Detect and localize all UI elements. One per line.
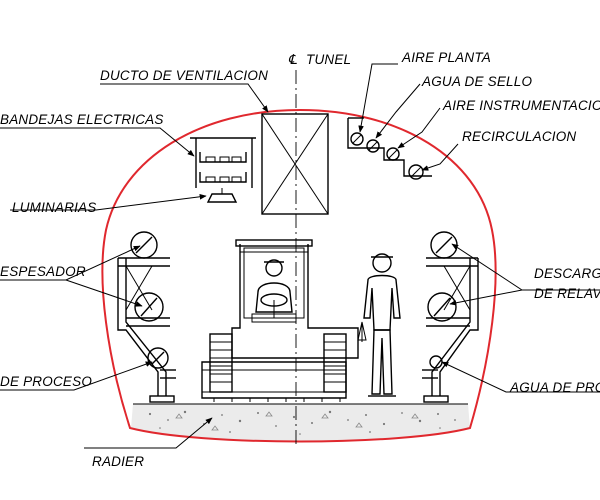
electrical-trays bbox=[190, 137, 256, 188]
radier-floor-slab bbox=[131, 403, 470, 442]
upper-right-pipe-rack bbox=[347, 117, 432, 180]
loader-vehicle bbox=[201, 239, 359, 402]
label-bandejas-electricas: BANDEJAS ELECTRICAS bbox=[0, 112, 164, 127]
label-de-proceso: DE PROCESO bbox=[0, 374, 92, 389]
label-aire-planta: AIRE PLANTA bbox=[401, 50, 491, 65]
left-pipe-rack bbox=[117, 231, 176, 403]
label-agua-de-sello: AGUA DE SELLO bbox=[421, 74, 532, 89]
label-luminarias: LUMINARIAS bbox=[12, 200, 97, 215]
label-espesador: ESPESADOR bbox=[0, 264, 86, 279]
label-descarga-line2: DE RELAVES bbox=[534, 286, 600, 301]
label-ducto-de-ventilacion: DUCTO DE VENTILACION bbox=[100, 68, 268, 83]
leader-lines bbox=[0, 63, 600, 449]
label-agua-de-proceso: AGUA DE PROCESO bbox=[509, 380, 600, 395]
label-aire-instrumentacion: AIRE INSTRUMENTACION bbox=[442, 98, 600, 113]
label-recirculacion: RECIRCULACION bbox=[462, 129, 576, 144]
right-pipe-rack bbox=[422, 231, 479, 403]
standing-worker bbox=[357, 253, 401, 397]
label-radier: RADIER bbox=[92, 454, 144, 469]
label-tunel: TUNEL bbox=[306, 52, 351, 67]
ventilation-duct bbox=[261, 113, 329, 215]
centerline-symbol: ℄ bbox=[288, 52, 297, 67]
tunnel-outline bbox=[101, 108, 497, 443]
label-descarga-line1: DESCARGA bbox=[534, 266, 600, 281]
luminaire bbox=[206, 188, 238, 203]
loader-operator bbox=[251, 259, 297, 323]
